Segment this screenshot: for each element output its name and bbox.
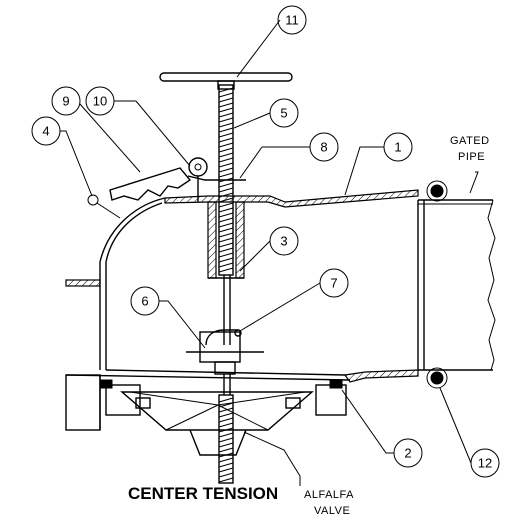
gated-pipe-label-2: PIPE xyxy=(458,151,485,163)
svg-text:7: 7 xyxy=(330,276,337,291)
callout-4: 4 xyxy=(31,116,61,146)
svg-text:10: 10 xyxy=(93,94,107,109)
guide-sleeve xyxy=(207,201,245,279)
lid-hook xyxy=(87,194,121,219)
callout-10: 10 xyxy=(85,86,115,116)
callout-6: 6 xyxy=(130,286,160,316)
svg-text:4: 4 xyxy=(42,124,49,139)
leader-lines xyxy=(60,19,479,486)
base-frame xyxy=(65,374,347,431)
callout-11: 11 xyxy=(277,5,307,35)
alfalfa-valve-label-2: VALVE xyxy=(314,505,350,517)
callout-8: 8 xyxy=(309,132,339,162)
callout-7: 7 xyxy=(319,268,349,298)
callout-12: 12 xyxy=(470,448,500,478)
callout-9: 9 xyxy=(51,86,81,116)
gated-pipe xyxy=(417,199,496,371)
callout-5: 5 xyxy=(269,98,299,128)
svg-text:8: 8 xyxy=(320,140,327,155)
svg-text:11: 11 xyxy=(285,13,299,28)
gated-pipe-label-1: GATED xyxy=(450,135,490,147)
gasket-top xyxy=(426,180,448,202)
threaded-rod xyxy=(218,84,234,484)
handwheel xyxy=(159,72,293,90)
callout-1: 1 xyxy=(383,132,413,162)
svg-text:12: 12 xyxy=(478,456,492,471)
alfalfa-valve-lid xyxy=(120,391,314,456)
svg-text:3: 3 xyxy=(280,234,287,249)
svg-text:1: 1 xyxy=(394,140,401,155)
valve-body xyxy=(65,189,419,383)
lever-handle xyxy=(109,157,246,202)
svg-text:9: 9 xyxy=(62,94,69,109)
center-clamp xyxy=(186,329,264,395)
alfalfa-valve-label-1: ALFALFA xyxy=(304,489,354,501)
callout-3: 3 xyxy=(269,226,299,256)
svg-text:5: 5 xyxy=(280,106,287,121)
callout-2: 2 xyxy=(393,438,423,468)
svg-text:2: 2 xyxy=(404,446,411,461)
diagram-title: CENTER TENSION xyxy=(128,484,279,503)
svg-text:6: 6 xyxy=(141,294,148,309)
gasket-bottom xyxy=(426,367,448,389)
